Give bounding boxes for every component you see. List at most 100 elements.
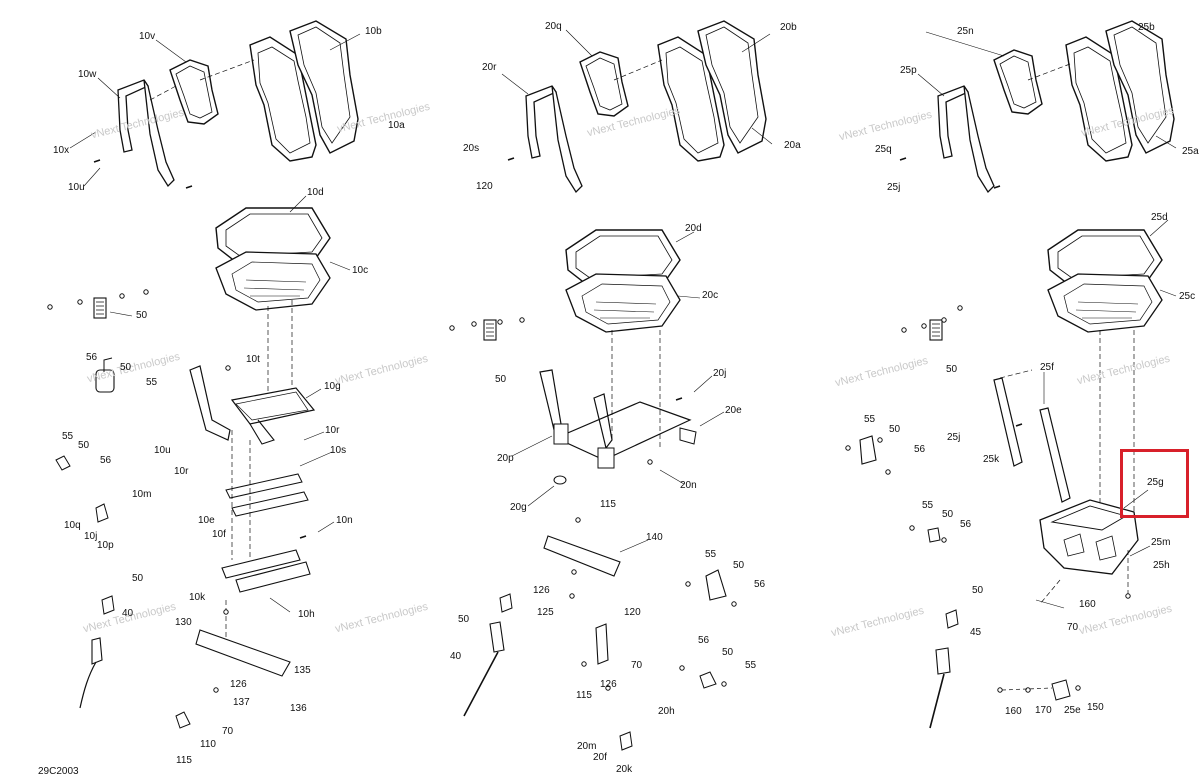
part-label: 20a (784, 140, 801, 151)
part-label: 10k (189, 592, 206, 603)
part-label: 20s (463, 143, 480, 154)
part-label: 10t (246, 354, 260, 365)
part-label: 50 (120, 362, 132, 373)
part-label: 10j (84, 531, 98, 542)
part-label: 56 (914, 444, 926, 455)
part-label: 56 (100, 455, 112, 466)
part-label: 120 (624, 607, 641, 618)
part-label: 20h (658, 706, 675, 717)
part-label: 115 (176, 755, 192, 766)
part-label: 45 (970, 627, 982, 638)
part-label: 10u (68, 182, 85, 193)
part-label: 25h (1153, 560, 1170, 571)
part-label: 10x (53, 145, 70, 156)
part-label: 20k (616, 764, 633, 775)
part-label: 50 (132, 573, 144, 584)
part-label: 115 (600, 499, 616, 510)
diagram-code: 29C2003 (38, 766, 79, 777)
part-label: 137 (233, 697, 250, 708)
part-label: 10n (336, 515, 353, 526)
part-label: 40 (122, 608, 134, 619)
part-label: 10f (212, 529, 226, 540)
part-label: 10m (132, 489, 152, 500)
part-label: 55 (705, 549, 717, 560)
part-label: 120 (476, 181, 493, 192)
part-label: 20c (702, 290, 719, 301)
part-label: 25a (1182, 146, 1199, 157)
part-label: 25b (1138, 22, 1155, 33)
part-label: 20q (545, 21, 562, 32)
part-label: 25m (1151, 537, 1171, 548)
part-label: 25q (875, 144, 892, 155)
part-label: 25c (1179, 291, 1196, 302)
part-label: 56 (698, 635, 710, 646)
part-label: 70 (222, 726, 234, 737)
left-seat-assembly (47, 20, 359, 729)
part-label: 50 (889, 424, 901, 435)
part-label: 10c (352, 265, 369, 276)
part-label: 160 (1005, 706, 1022, 717)
part-label: 135 (294, 665, 311, 676)
part-label: 25f (1040, 362, 1054, 373)
part-label: 20e (725, 405, 742, 416)
part-label: 10b (365, 26, 382, 37)
part-label: 25p (900, 65, 917, 76)
part-label: 20d (685, 223, 702, 234)
highlight-box (1120, 449, 1189, 518)
part-label: 25n (957, 26, 974, 37)
part-label: 140 (646, 532, 663, 543)
part-label: 50 (136, 310, 148, 321)
part-label: 25g (1147, 477, 1164, 488)
part-label: 150 (1087, 702, 1104, 713)
part-label: 20f (593, 752, 607, 763)
part-label: 130 (175, 617, 192, 628)
part-label: 50 (733, 560, 745, 571)
part-label: 25d (1151, 212, 1168, 223)
part-label: 40 (450, 651, 462, 662)
part-label: 10s (330, 445, 347, 456)
part-label: 136 (290, 703, 307, 714)
part-label: 55 (62, 431, 74, 442)
part-label: 25e (1064, 705, 1081, 716)
part-label: 20j (713, 368, 727, 379)
part-label: 50 (458, 614, 470, 625)
part-label: 55 (745, 660, 757, 671)
part-label: 126 (230, 679, 247, 690)
part-label: 50 (722, 647, 734, 658)
part-label: 10g (324, 381, 341, 392)
right-seat-assembly (845, 20, 1175, 729)
part-label: 56 (754, 579, 766, 590)
part-label: 25j (887, 182, 901, 193)
part-label: 10q (64, 520, 81, 531)
part-label: 70 (631, 660, 643, 671)
part-label: 50 (946, 364, 958, 375)
part-label: 170 (1035, 705, 1052, 716)
part-label: 126 (533, 585, 550, 596)
part-label: 55 (922, 500, 934, 511)
part-label: 56 (960, 519, 972, 530)
part-label: 56 (86, 352, 98, 363)
part-label: 10h (298, 609, 315, 620)
leader-lines (69, 29, 1177, 613)
part-label: 70 (1067, 622, 1079, 633)
part-label: 125 (537, 607, 554, 618)
part-label: 55 (146, 377, 158, 388)
part-label: 50 (78, 440, 90, 451)
part-label: 50 (495, 374, 507, 385)
part-label: 10w (78, 69, 97, 80)
part-label: 160 (1079, 599, 1096, 610)
part-label: 126 (600, 679, 617, 690)
part-label: 10p (97, 540, 114, 551)
part-label: 20p (497, 453, 514, 464)
part-label: 110 (200, 739, 216, 750)
part-label: 20g (510, 502, 527, 513)
part-label: 25j (947, 432, 961, 443)
part-label: 10e (198, 515, 215, 526)
part-label: 20n (680, 480, 697, 491)
part-label: 10v (139, 31, 156, 42)
part-label: 20r (482, 62, 497, 73)
part-label: 55 (864, 414, 876, 425)
part-label: 10d (307, 187, 324, 198)
